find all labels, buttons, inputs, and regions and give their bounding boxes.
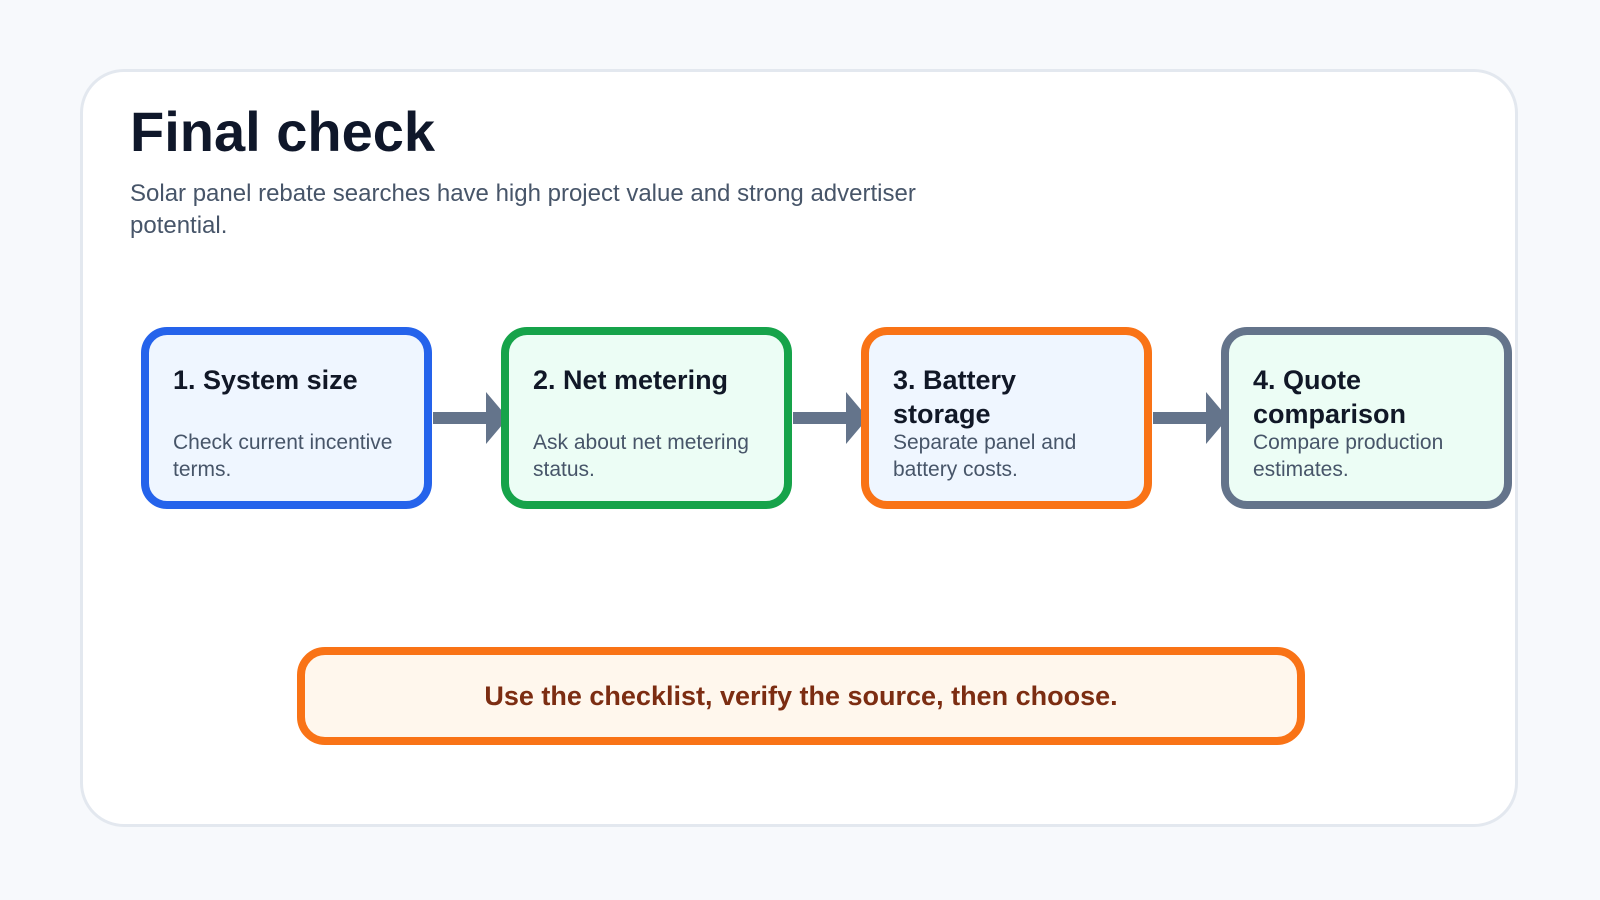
connector-1-2 (433, 412, 493, 424)
step-box-system-size: 1. System size Check current incentive t… (141, 327, 432, 509)
connector-3-4 (1153, 412, 1213, 424)
step-box-net-metering: 2. Net metering Ask about net metering s… (501, 327, 792, 509)
step-title: 2. Net metering (533, 365, 729, 395)
connector-2-3 (793, 412, 853, 424)
step-description: Separate panel and battery costs. (893, 431, 1077, 481)
step-description: Check current incentive terms. (173, 431, 393, 481)
step-box-quote-comparison: 4. Quote comparison Compare production e… (1221, 327, 1512, 509)
step-description: Compare production estimates. (1253, 431, 1444, 481)
step-title: 3. Battery storage (893, 365, 1017, 429)
step-title: 4. Quote comparison (1253, 365, 1407, 429)
step-title: 1. System size (173, 365, 358, 395)
callout-text: Use the checklist, verify the source, th… (484, 680, 1118, 711)
step-box-battery-storage: 3. Battery storage Separate panel and ba… (861, 327, 1152, 509)
page-title: Final check (130, 100, 436, 163)
step-description: Ask about net metering status. (533, 431, 749, 481)
callout-box: Use the checklist, verify the source, th… (297, 647, 1305, 745)
page-subtitle: Solar panel rebate searches have high pr… (130, 180, 916, 239)
